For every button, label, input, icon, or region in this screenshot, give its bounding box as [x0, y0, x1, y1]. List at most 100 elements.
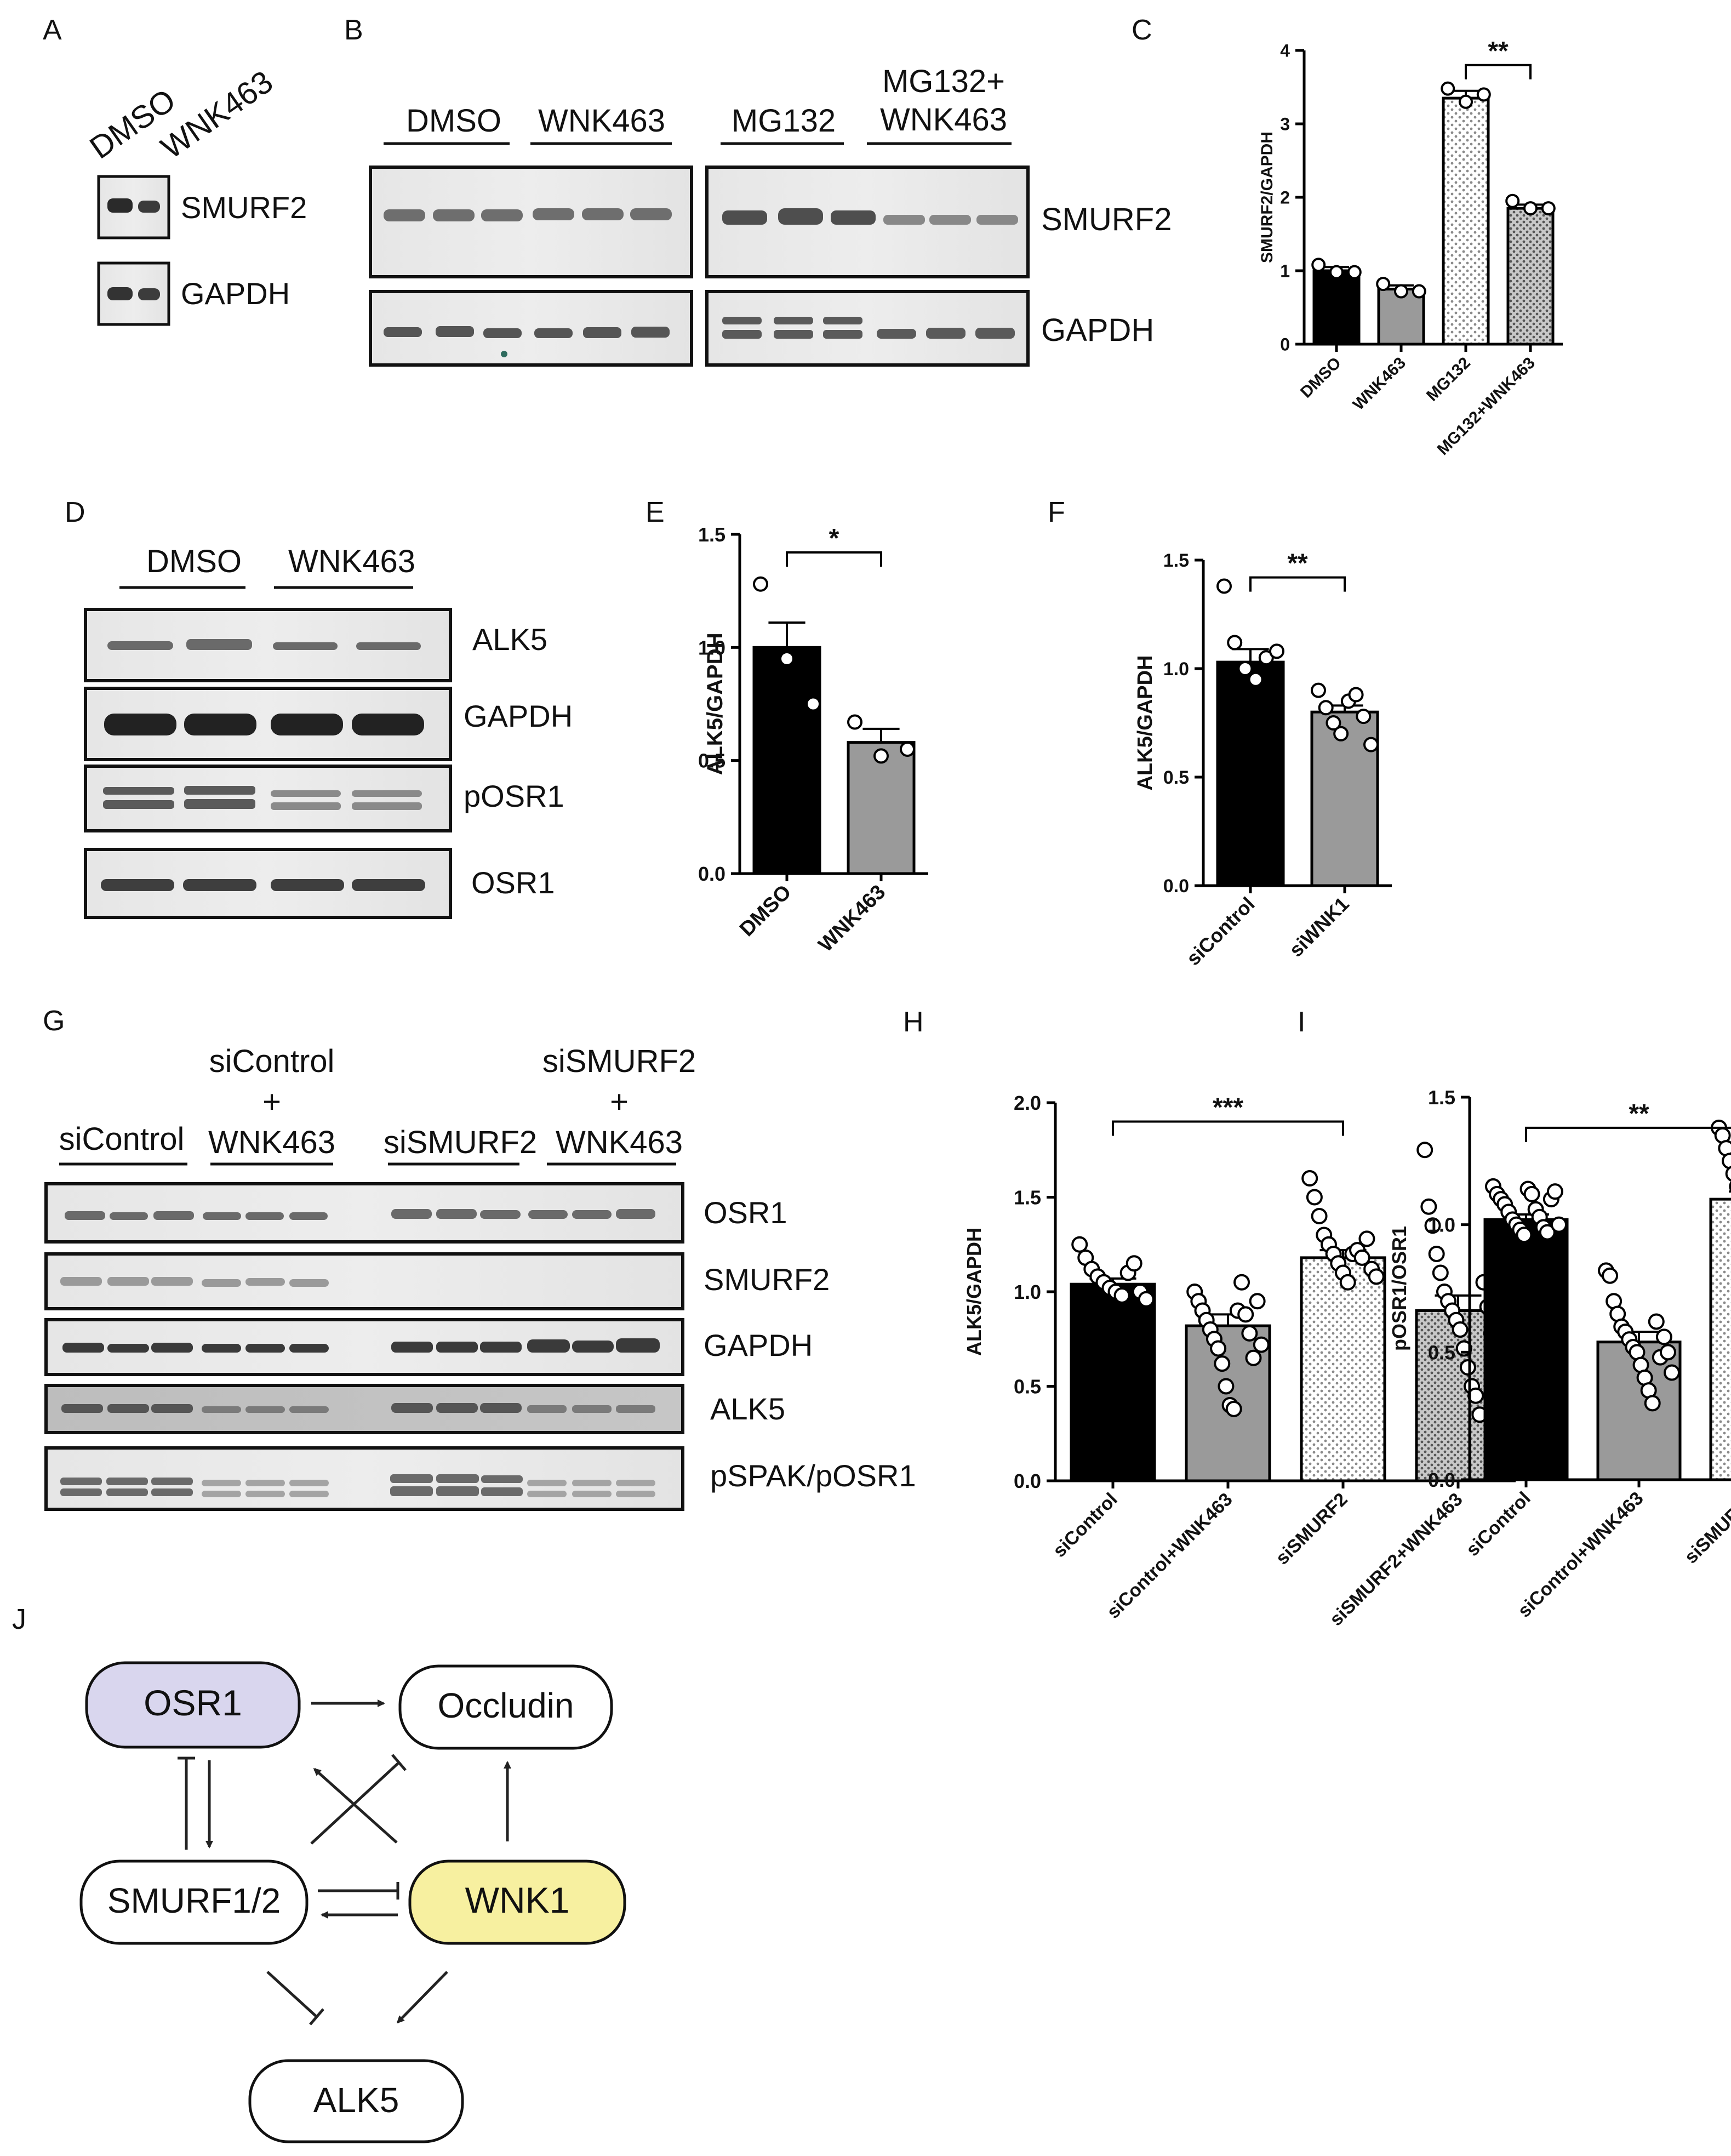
band-row	[883, 215, 1018, 225]
data-point	[1664, 1364, 1680, 1381]
bar	[1216, 660, 1285, 887]
panel-d: D DMSO WNK463 ALK5 GAPDH pOSR1	[65, 497, 573, 919]
blot-label-gapdh: GAPDH	[1041, 312, 1154, 348]
blot-label-gapdh: GAPDH	[181, 276, 290, 311]
data-point	[1659, 1344, 1676, 1361]
data-point	[1353, 1249, 1370, 1266]
data-point	[1306, 1189, 1323, 1206]
band-row	[101, 879, 425, 891]
y-tick-label: 0.5	[1014, 1375, 1041, 1398]
node-label-alk5: ALK5	[313, 2080, 399, 2120]
band-row	[61, 1403, 522, 1413]
data-point	[1071, 1236, 1088, 1253]
data-point	[1602, 1267, 1619, 1284]
significance-bracket	[1112, 1120, 1344, 1136]
data-point	[1113, 1287, 1130, 1304]
panel-j: J OSR1 Occludin SMURF1/2 WNK1 ALK5	[12, 1604, 626, 2143]
group-label-dmso: DMSO	[146, 544, 242, 579]
data-point	[1311, 1208, 1328, 1224]
y-axis-label: SMURF2/GAPDH	[1258, 132, 1276, 263]
data-point	[1339, 1274, 1356, 1291]
data-point	[1248, 671, 1264, 687]
data-point	[1210, 1340, 1227, 1357]
blot-label-alk5: ALK5	[710, 1391, 785, 1426]
group-label-wnk463: WNK463	[208, 1125, 335, 1160]
significance-label: *	[829, 524, 839, 553]
category-label: siControl	[1049, 1489, 1121, 1561]
blot-smurf2-left	[369, 166, 693, 278]
data-point	[1368, 1268, 1385, 1285]
node-smurf1-2	[79, 1860, 309, 1945]
band-row	[202, 1405, 655, 1413]
y-tick-label: 0.0	[1163, 876, 1189, 897]
y-axis-label: pOSR1/OSR1	[1388, 1226, 1410, 1351]
category-label: siControl+WNK463	[1103, 1489, 1237, 1623]
y-tick-label: 3	[1280, 115, 1290, 134]
significance-label: **	[1629, 1099, 1649, 1128]
blot-label-osr1: OSR1	[471, 865, 555, 900]
band-row	[60, 1277, 329, 1287]
data-point	[1358, 1230, 1375, 1247]
band-row	[271, 790, 422, 810]
band-row	[722, 317, 1015, 339]
bar	[1506, 207, 1555, 346]
blot-label-gapdh: GAPDH	[464, 699, 573, 733]
node-label-wnk1: WNK1	[465, 1880, 570, 1920]
category-label: siControl	[1462, 1488, 1534, 1560]
data-point	[1420, 1198, 1437, 1215]
data-point	[1311, 258, 1326, 272]
data-point	[1376, 277, 1391, 292]
data-point	[1311, 682, 1326, 698]
data-point	[1253, 1336, 1270, 1353]
blot-label-gapdh: GAPDH	[704, 1328, 813, 1362]
category-label: WNK463	[814, 881, 890, 957]
category-label: siWNK1	[1284, 893, 1353, 961]
bar	[1312, 269, 1361, 346]
data-point	[1523, 1185, 1540, 1202]
group-label-plus-b: +	[610, 1084, 629, 1120]
blot-gapdh-right	[705, 290, 1030, 367]
significance-label: **	[1287, 549, 1308, 578]
node-wnk1	[408, 1860, 626, 1945]
significance-bracket	[786, 551, 882, 567]
data-point	[1546, 1183, 1563, 1200]
data-point	[1644, 1395, 1661, 1412]
blot-label-osr1: OSR1	[704, 1195, 787, 1230]
band-row	[722, 208, 876, 225]
data-point	[1459, 94, 1473, 109]
data-point	[1412, 284, 1426, 299]
diagram-edges	[178, 1699, 511, 2026]
significance-bracket	[1525, 1126, 1731, 1142]
data-point	[1648, 1313, 1665, 1330]
group-label-wnk463: WNK463	[538, 103, 665, 139]
group-label-mg132-plus: MG132+	[882, 64, 1005, 99]
y-tick-label: 1	[1280, 261, 1290, 281]
data-point	[1249, 1293, 1266, 1310]
category-label: siControl	[1182, 893, 1259, 970]
group-label-plus: +	[262, 1084, 281, 1120]
group-label-mg132: MG132	[732, 103, 836, 139]
category-label: WNK463	[1350, 354, 1409, 414]
group-label-sismurf2-b: siSMURF2	[542, 1043, 696, 1079]
band	[107, 198, 133, 213]
significance-bracket	[1249, 576, 1346, 592]
node-occludin	[398, 1664, 613, 1750]
data-point	[1416, 1142, 1433, 1159]
y-tick-label: 1.5	[1428, 1086, 1455, 1109]
data-point	[753, 576, 768, 592]
blot-label-alk5: ALK5	[472, 622, 547, 657]
data-point	[1655, 1328, 1672, 1345]
data-point	[1348, 687, 1364, 703]
panel-g: G siControl siControl + WNK463 siSMURF2 …	[43, 1005, 916, 1511]
blot-label-smurf2: SMURF2	[704, 1262, 830, 1297]
panel-letter-b: B	[344, 14, 363, 46]
data-point	[1214, 1355, 1231, 1372]
y-tick-label: 2	[1280, 188, 1290, 208]
data-point	[1227, 635, 1243, 651]
data-point	[1138, 1291, 1155, 1308]
group-label-sicontrol: siControl	[59, 1121, 185, 1157]
bar	[1709, 1197, 1731, 1481]
y-axis-label: ALK5/GAPDH	[703, 632, 727, 775]
